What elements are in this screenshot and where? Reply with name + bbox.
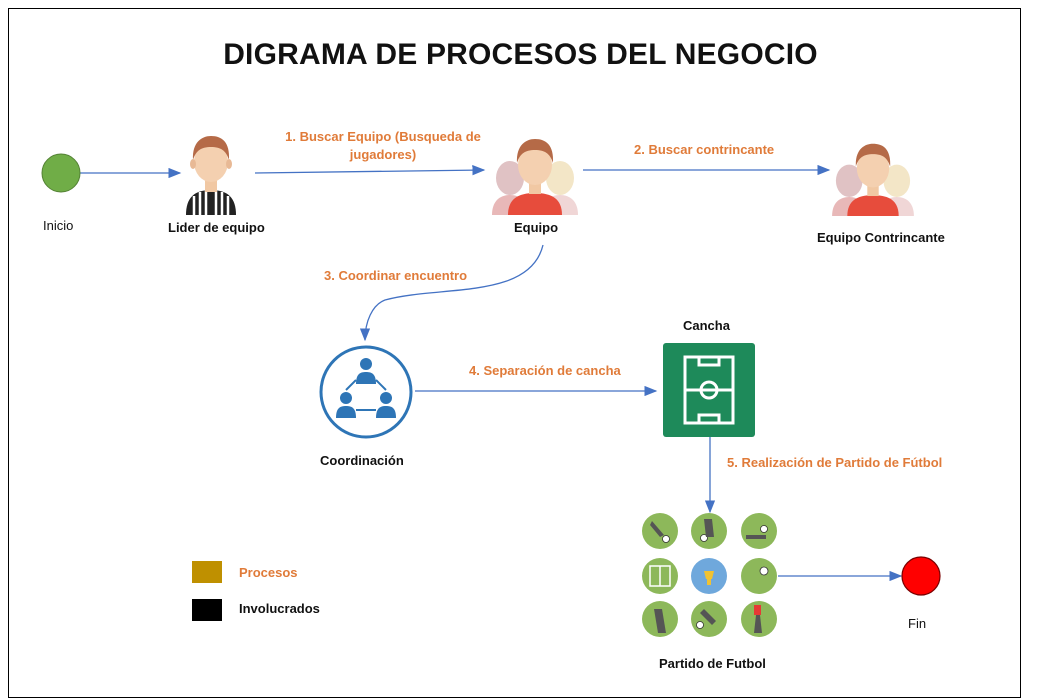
process-3-label: 3. Coordinar encuentro xyxy=(324,268,468,283)
opponent-team-label: Equipo Contrincante xyxy=(817,230,945,245)
process-5-label: 5. Realización de Partido de Fútbol xyxy=(727,455,943,470)
coordination-label: Coordinación xyxy=(320,453,404,468)
opponent-team-icon xyxy=(832,143,914,216)
legend-process-swatch xyxy=(192,561,222,583)
team-icon xyxy=(492,139,578,215)
process-1-line2: jugadores) xyxy=(349,147,417,162)
start-node xyxy=(41,153,81,193)
match-label: Partido de Futbol xyxy=(659,656,766,671)
field-label: Cancha xyxy=(683,318,730,333)
process-2-label: 2. Buscar contrincante xyxy=(634,142,775,157)
legend-involved-swatch xyxy=(192,599,222,621)
legend-involved-label: Involucrados xyxy=(239,601,320,616)
end-node xyxy=(901,556,941,596)
team-leader-icon xyxy=(186,136,236,215)
team-leader-label: Lider de equipo xyxy=(168,220,265,235)
soccer-match-icons xyxy=(642,513,777,637)
process-1-label: 1. Buscar Equipo (Busqueda de jugadores) xyxy=(268,128,498,164)
diagram-title: DIGRAMA DE PROCESOS DEL NEGOCIO xyxy=(223,38,818,71)
soccer-field-icon xyxy=(663,343,755,437)
end-label: Fin xyxy=(908,616,927,631)
process-4-label: 4. Separación de cancha xyxy=(469,363,621,378)
arrow-leader-to-team xyxy=(254,164,486,176)
start-label: Inicio xyxy=(43,218,74,233)
team-label: Equipo xyxy=(514,220,559,235)
coordination-icon xyxy=(319,345,413,439)
arrow-team-to-coordination xyxy=(359,244,544,342)
process-1-line1: 1. Buscar Equipo (Busqueda de xyxy=(285,129,481,144)
legend-process-label: Procesos xyxy=(239,565,298,580)
